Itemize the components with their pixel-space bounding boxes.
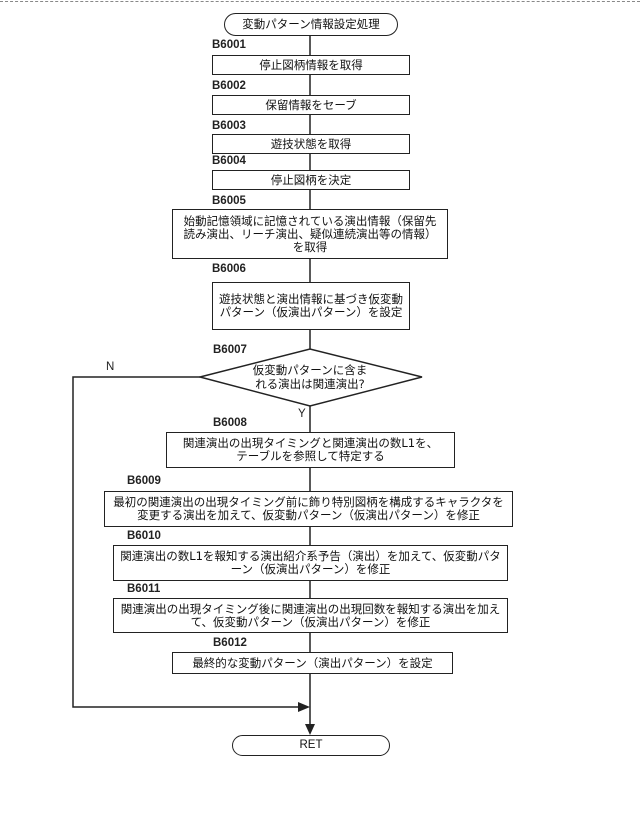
process-box: 関連演出の数L1を報知する演出紹介系予告（演出）を加えて、仮変動パターン（仮演出… [113, 545, 508, 581]
branch-yes-label: Y [298, 408, 306, 420]
step-label: B6005 [212, 195, 246, 207]
process-box: 遊技状態を取得 [212, 134, 410, 154]
step-label: B6009 [127, 475, 161, 487]
step-label: B6002 [212, 80, 246, 92]
process-box: 最終的な変動パターン（演出パターン）を設定 [172, 652, 453, 674]
process-box: 遊技状態と演出情報に基づき仮変動パターン（仮演出パターン）を設定 [212, 282, 410, 330]
step-label: B6003 [212, 120, 246, 132]
step-label: B6008 [213, 417, 247, 429]
process-box: 最初の関連演出の出現タイミング前に飾り特別図柄を構成するキャラクタを変更する演出… [104, 491, 513, 527]
step-label: B6012 [213, 637, 247, 649]
process-box: 保留情報をセーブ [212, 95, 410, 115]
step-label: B6006 [212, 263, 246, 275]
step-label: B6011 [127, 583, 160, 595]
process-box: 始動記憶領域に記憶されている演出情報（保留先読み演出、リーチ演出、疑似連続演出等… [172, 209, 448, 259]
arrowhead-right [298, 702, 310, 712]
branch-no-label: N [106, 361, 114, 373]
step-label: B6004 [212, 155, 246, 167]
end-terminal: RET [232, 735, 390, 756]
step-label: B6010 [127, 530, 161, 542]
arrowhead-down [305, 724, 315, 735]
process-box: 関連演出の出現タイミング後に関連演出の出現回数を報知する演出を加えて、仮変動パタ… [113, 598, 508, 633]
process-box: 停止図柄を決定 [212, 170, 410, 190]
process-box: 関連演出の出現タイミングと関連演出の数L1を、テーブルを参照して特定する [166, 432, 455, 468]
step-label: B6007 [213, 344, 247, 356]
process-box: 停止図柄情報を取得 [212, 55, 410, 75]
start-terminal: 変動パターン情報設定処理 [224, 13, 398, 36]
decision-text: 仮変動パターンに含まれる演出は関連演出? [248, 363, 372, 391]
step-label: B6001 [212, 39, 246, 51]
